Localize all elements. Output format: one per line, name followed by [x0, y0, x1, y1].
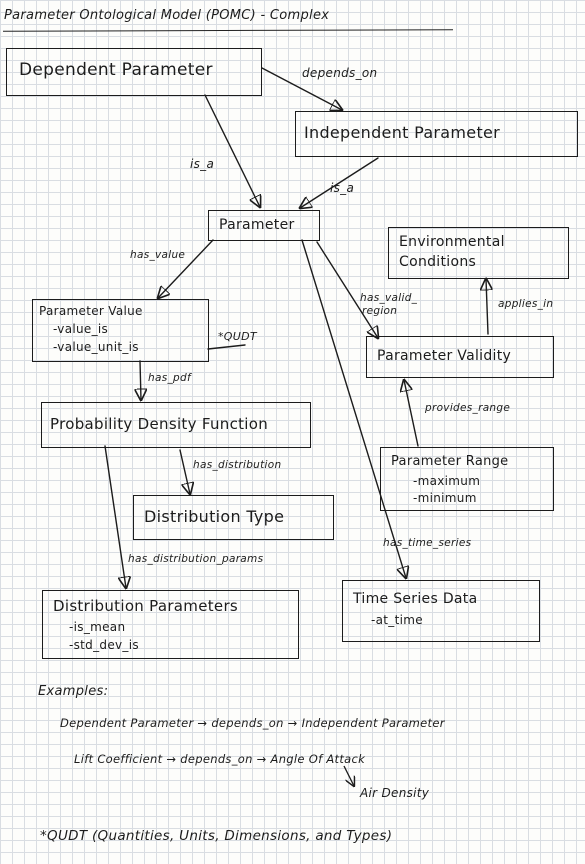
- label-depends-on: depends_on: [302, 66, 378, 80]
- node-distribution-parameters-label: Distribution Parameters: [53, 597, 239, 615]
- node-parameter-validity[interactable]: Parameter Validity: [366, 336, 554, 378]
- edge-has-value: [158, 239, 214, 298]
- edge-depends-on: [261, 67, 342, 110]
- diagram-title: Parameter Ontological Model (POMC) - Com…: [4, 8, 330, 23]
- node-probability-density-function[interactable]: Probability Density Function: [41, 402, 311, 448]
- node-distribution-type-label: Distribution Type: [144, 507, 285, 526]
- edge-has-distribution: [179, 449, 190, 494]
- node-parameter-value-label: Parameter Value: [39, 304, 143, 318]
- edge-provides-range: [404, 380, 419, 447]
- edge-has-pdf: [140, 360, 141, 400]
- node-probability-density-function-label: Probability Density Function: [50, 415, 269, 433]
- node-parameter-range-label: Parameter Range: [391, 454, 509, 469]
- label-has-value: has_value: [130, 249, 186, 261]
- node-parameter-range-attr-min: -minimum: [413, 491, 477, 505]
- edge-is-a-independent: [300, 157, 379, 208]
- example-branch-line: [343, 765, 354, 786]
- edge-has-valid-region: [316, 241, 378, 338]
- edge-qudt: [207, 344, 246, 350]
- node-independent-parameter[interactable]: Independent Parameter: [295, 111, 578, 157]
- label-provides-range: provides_range: [425, 402, 511, 414]
- node-parameter-value[interactable]: Parameter Value -value_is -value_unit_is: [32, 299, 209, 362]
- examples-line-2: Lift Coefficient → depends_on → Angle Of…: [74, 752, 366, 766]
- label-applies-in: applies_in: [498, 298, 554, 310]
- label-has-distribution: has_distribution: [193, 459, 282, 471]
- node-dependent-parameter[interactable]: Dependent Parameter: [6, 48, 262, 96]
- label-has-pdf: has_pdf: [148, 372, 191, 384]
- node-time-series-data[interactable]: Time Series Data -at_time: [342, 580, 540, 642]
- node-environmental-conditions-label-1: Environmental: [399, 234, 505, 250]
- footnote-qudt: *QUDT (Quantities, Units, Dimensions, an…: [40, 828, 393, 844]
- examples-line-1: Dependent Parameter → depends_on → Indep…: [60, 716, 445, 730]
- node-parameter-value-attr-value: -value_is: [53, 322, 109, 336]
- node-distribution-type[interactable]: Distribution Type: [133, 495, 334, 540]
- node-parameter[interactable]: Parameter: [208, 210, 320, 241]
- node-parameter-value-attr-unit: -value_unit_is: [53, 340, 139, 354]
- node-parameter-range[interactable]: Parameter Range -maximum -minimum: [380, 447, 554, 511]
- edge-applies-in: [486, 279, 488, 335]
- node-distribution-parameters[interactable]: Distribution Parameters -is_mean -std_de…: [42, 590, 299, 659]
- label-has-distribution-params: has_distribution_params: [128, 553, 264, 565]
- label-has-time-series: has_time_series: [383, 537, 472, 549]
- node-independent-parameter-label: Independent Parameter: [304, 123, 501, 142]
- node-environmental-conditions[interactable]: Environmental Conditions: [388, 227, 569, 279]
- examples-heading: Examples:: [38, 684, 109, 699]
- edge-is-a-dependent: [204, 94, 260, 207]
- label-is-a-1: is_a: [190, 157, 215, 171]
- node-time-series-data-label: Time Series Data: [353, 591, 478, 607]
- node-time-series-data-attr-time: -at_time: [371, 613, 423, 627]
- node-distribution-parameters-attr-mean: -is_mean: [69, 620, 126, 634]
- edge-has-distribution-params: [104, 445, 126, 588]
- edge-has-time-series: [301, 239, 406, 578]
- node-parameter-range-attr-max: -maximum: [413, 474, 481, 488]
- node-dependent-parameter-label: Dependent Parameter: [19, 60, 213, 80]
- label-has-valid-region-2: region: [362, 305, 398, 317]
- node-environmental-conditions-label-2: Conditions: [399, 254, 477, 270]
- node-parameter-validity-label: Parameter Validity: [377, 348, 512, 364]
- node-parameter-label: Parameter: [219, 217, 295, 233]
- node-distribution-parameters-attr-std: -std_dev_is: [69, 638, 139, 652]
- label-has-valid-region-1: has_valid_: [360, 292, 418, 304]
- examples-line-3: Air Density: [360, 786, 430, 800]
- label-is-a-2: is_a: [330, 181, 355, 195]
- label-qudt: *QUDT: [218, 330, 257, 343]
